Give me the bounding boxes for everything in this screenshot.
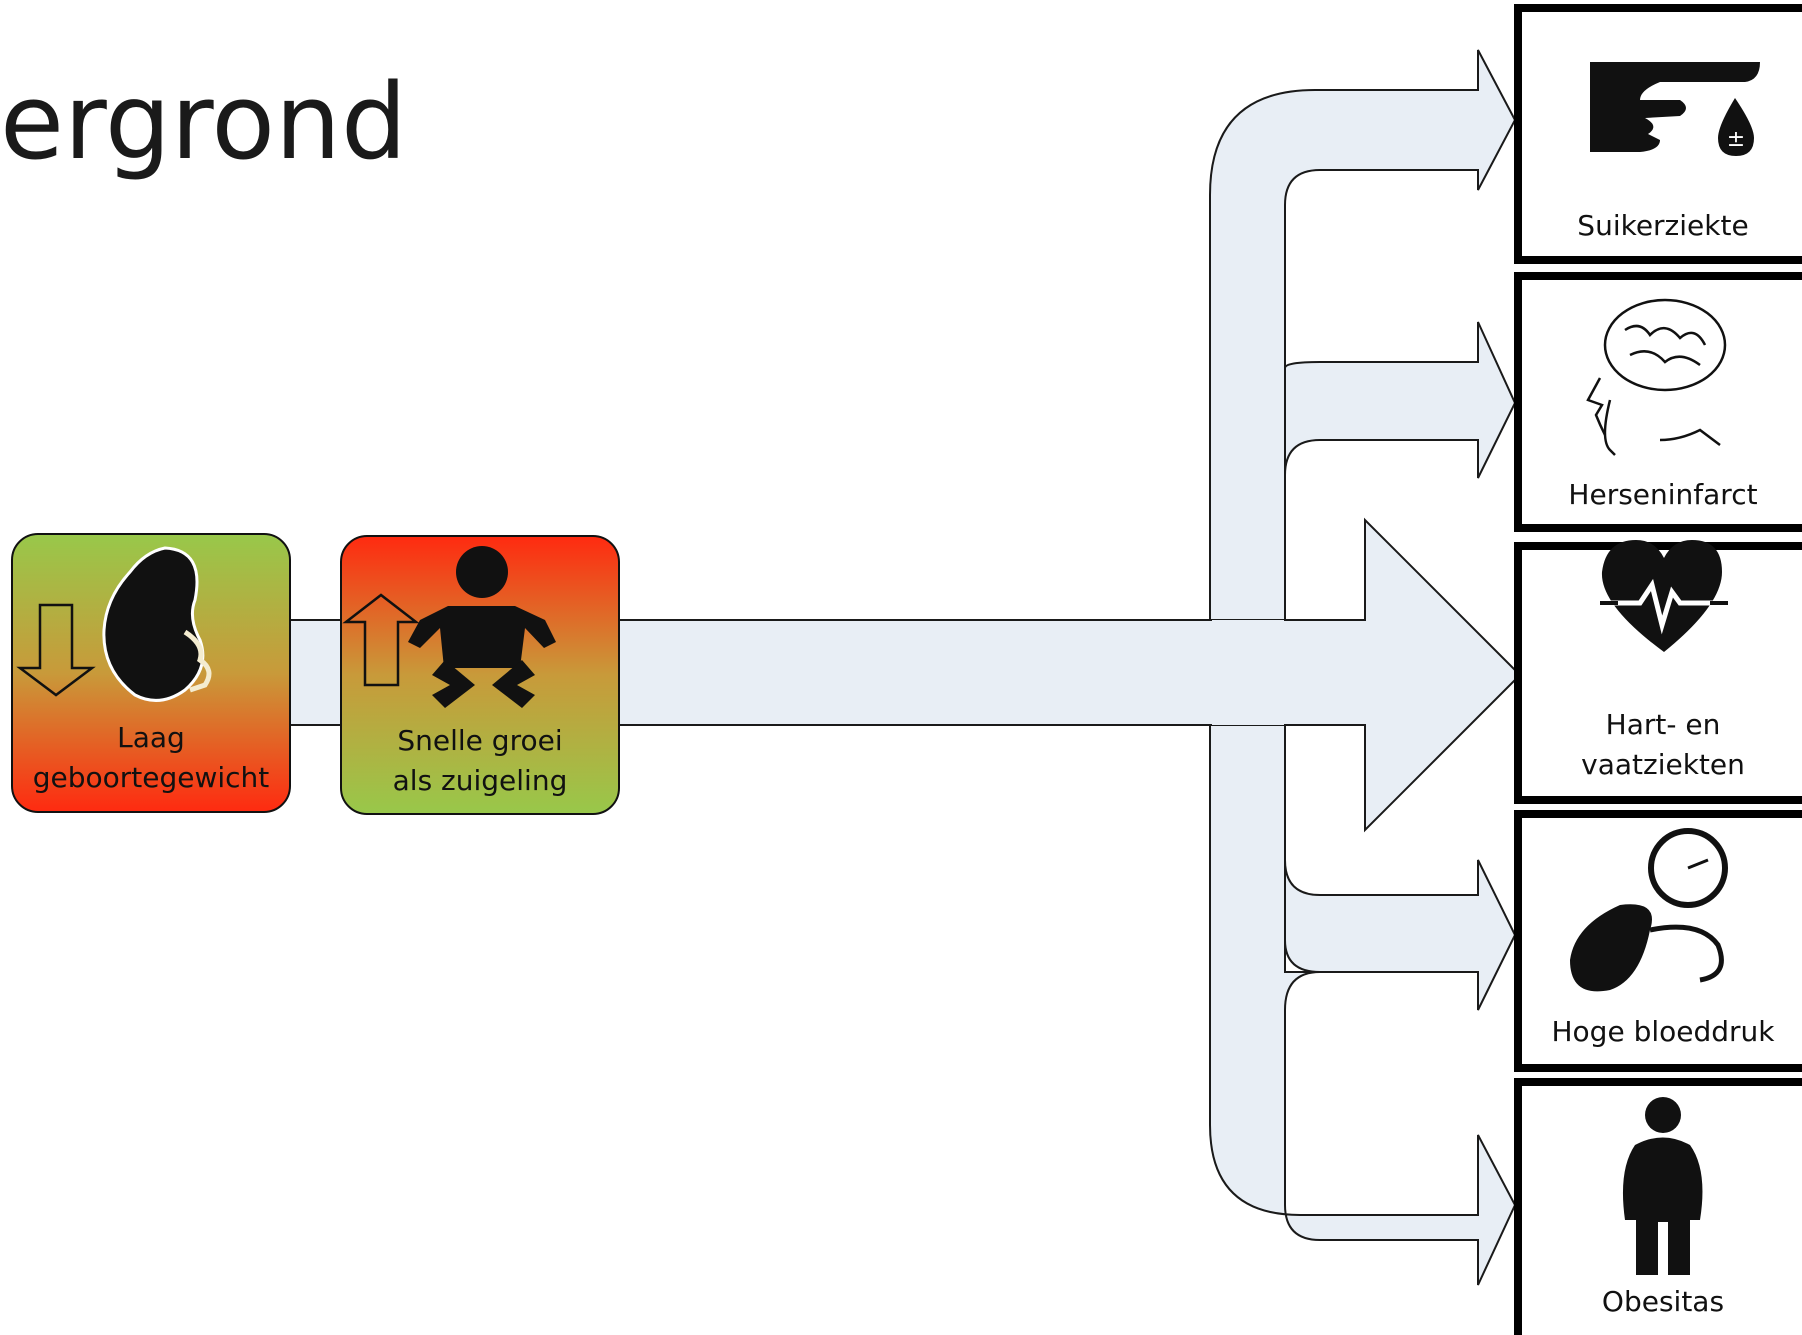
cause-label-line1: Laag [117,721,185,754]
page-title: ergrond [0,61,407,183]
cause-label-low-birth-weight: Laag geboortegewicht [12,718,290,798]
outcome-box-diabetes [1514,4,1802,264]
baby-icon [408,546,556,708]
cause-label-line2: geboortegewicht [32,761,270,794]
cause-box-rapid-growth [340,535,620,815]
fetus-icon [102,546,212,702]
outcome-label-line1: Hart- en [1605,708,1721,741]
blood-pressure-gauge-icon [1570,828,1728,992]
cause-label-line2: als zuigeling [392,764,568,797]
blood-drop-finger-icon: ± [1590,62,1760,156]
outcome-label-stroke: Herseninfarct [1568,478,1758,511]
outcome-label-diabetes: Suikerziekte [1577,209,1749,242]
heart-pulse-icon [1600,540,1728,652]
obese-person-icon [1622,1097,1703,1275]
outcome-label-cardiovascular: Hart- en vaatziekten [1522,705,1802,785]
brain-head-icon [1586,298,1727,456]
up-arrow-icon [342,593,420,687]
cause-label-line1: Snelle groei [397,724,563,757]
branch-arrow-obesity [1209,699,1517,1286]
outcome-label-hypertension: Hoge bloeddruk [1551,1015,1775,1048]
outcome-label-obesity: Obesitas [1601,1285,1725,1318]
svg-text:±: ± [1727,127,1745,152]
cause-label-rapid-growth: Snelle groei als zuigeling [341,721,619,801]
outcome-box-stroke [1514,272,1802,532]
down-arrow-icon [16,603,96,697]
outcome-label-line2: vaatziekten [1581,748,1745,781]
branch-arrow-diabetes [1209,49,1517,621]
